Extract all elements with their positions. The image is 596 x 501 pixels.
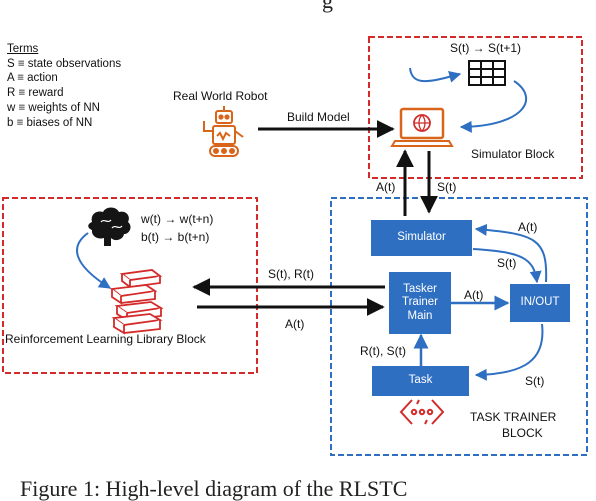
w-update-label: w(t) → w(t+n) — [141, 212, 214, 226]
simulator-block-label: Simulator Block — [471, 147, 555, 161]
simulator-box-label: Simulator — [397, 231, 446, 244]
terms-heading: Terms — [7, 43, 39, 55]
connectors-layer — [2, 36, 588, 456]
at-up-label: A(t) — [376, 180, 396, 194]
header-fragment: g — [322, 0, 333, 13]
tasker-trainer-main-box: Tasker Trainer Main — [389, 272, 451, 334]
terms-line-a: A ≡ action — [7, 72, 58, 85]
inout-to-task-curve — [474, 323, 544, 381]
task-trainer-block-border — [330, 197, 588, 456]
simulator-to-inout-curve — [472, 248, 542, 284]
main-box-line3: Main — [407, 309, 433, 322]
terms-line-s: S ≡ state observations — [7, 57, 122, 70]
b-update-label: b(t) → b(t+n) — [141, 230, 210, 244]
inout-to-simulator-curve — [474, 223, 548, 283]
books-icon — [109, 269, 164, 335]
terms-line-w: w ≡ weights of NN — [7, 101, 100, 114]
main-box-line1: Tasker — [403, 283, 437, 296]
rl-block-label: Reinforcement Learning Library Block — [5, 332, 206, 346]
terms-line-r: R ≡ reward — [7, 87, 64, 100]
task-box: Task — [372, 366, 469, 396]
task-box-label: Task — [408, 374, 433, 387]
at-mid-label: A(t) — [464, 288, 484, 302]
rl-loop-curve — [76, 232, 112, 289]
at-sim-in-label: A(t) — [518, 220, 538, 234]
build-model-label: Build Model — [287, 110, 350, 124]
terms-line-b: b ≡ biases of NN — [7, 116, 93, 129]
robot-label: Real World Robot — [173, 89, 268, 103]
simulator-box: Simulator — [371, 220, 472, 256]
brain-icon — [88, 207, 131, 246]
task-trainer-block-label-2: BLOCK — [502, 426, 543, 440]
st-sim-out-label: S(t) — [497, 256, 517, 270]
st-task-label: S(t) — [525, 374, 545, 388]
task-trainer-block-label-1: TASK TRAINER — [470, 410, 557, 424]
rl-block-border — [2, 197, 258, 374]
inout-box-label: IN/OUT — [520, 296, 560, 309]
code-icon — [399, 399, 445, 425]
terms-legend: Terms S ≡ state observations A ≡ action … — [7, 42, 121, 130]
simulator-block-border — [368, 36, 583, 179]
table-grid-icon — [468, 60, 506, 86]
main-box-line2: Trainer — [402, 296, 438, 309]
sr-left-label: S(t), R(t) — [268, 267, 314, 281]
caption-fragment: Figure 1: High-level diagram of the RLST… — [20, 476, 408, 501]
robot-icon — [203, 106, 244, 157]
sim-loop-out-curve — [459, 80, 528, 133]
inout-box: IN/OUT — [510, 284, 570, 322]
rs-up-label: R(t), S(t) — [360, 344, 406, 358]
laptop-icon — [390, 107, 454, 147]
sim-loop-in-curve — [409, 67, 462, 83]
at-right-label: A(t) — [285, 317, 305, 331]
st-down-label: S(t) — [437, 180, 457, 194]
simulator-transition-label: S(t) → S(t+1) — [450, 41, 522, 55]
